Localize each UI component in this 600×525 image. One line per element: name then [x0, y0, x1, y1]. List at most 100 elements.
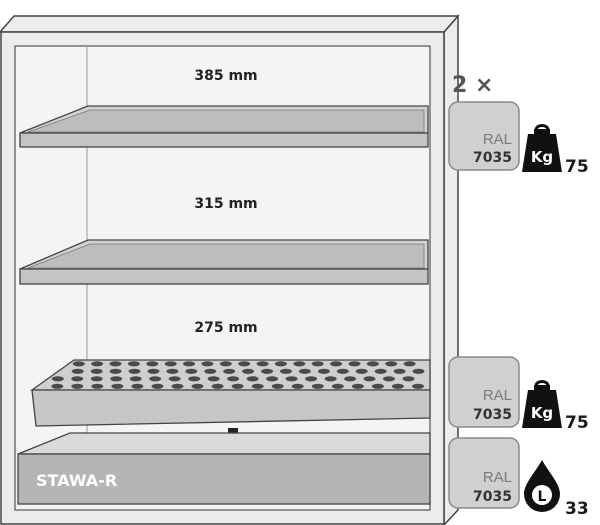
- tray-hole: [391, 383, 404, 389]
- ral-swatch: [448, 101, 520, 171]
- weight-icon: Kg: [522, 124, 562, 172]
- ral-prefix: RAL: [483, 469, 512, 486]
- tray-hole: [274, 361, 287, 367]
- tray-hole: [251, 383, 264, 389]
- tray-hole: [146, 361, 159, 367]
- tray-hole: [324, 376, 337, 382]
- tray-hole: [366, 361, 379, 367]
- tray-hole: [51, 383, 64, 389]
- tray-hole: [311, 361, 324, 367]
- tray-hole: [246, 376, 259, 382]
- tray-hole: [72, 361, 85, 367]
- tray-front: [31, 389, 431, 427]
- shelf-info-1: RAL 7035 Kg 75: [448, 101, 589, 177]
- tray-hole: [223, 368, 236, 374]
- tray-hole: [164, 361, 177, 367]
- cabinet-top-panel: [0, 15, 460, 33]
- tray-hole: [242, 368, 255, 374]
- tray-hole: [211, 383, 224, 389]
- sump-label: STAWA-R: [36, 471, 117, 490]
- shelf-info-2: RAL 7035 Kg 75: [448, 356, 589, 433]
- tray-hole: [280, 368, 292, 374]
- volume-value: 33: [565, 499, 589, 519]
- ral-swatch: [448, 437, 520, 509]
- tray-hole: [151, 383, 164, 389]
- ral-code: 7035: [473, 150, 512, 166]
- ral-prefix: RAL: [483, 387, 512, 404]
- tray-hole: [185, 368, 198, 374]
- tray-hole: [317, 368, 330, 374]
- tray-hole: [351, 383, 364, 389]
- tray-hole: [291, 383, 304, 389]
- tray-hole: [298, 368, 311, 374]
- tray-hole: [331, 383, 344, 389]
- tray-hole: [183, 361, 195, 367]
- tray-hole: [188, 376, 201, 382]
- tray-hole: [131, 383, 144, 389]
- tray-hole: [128, 368, 141, 374]
- height-label-top: 385 mm: [194, 68, 257, 84]
- tray-hole: [166, 368, 179, 374]
- tray-hole: [204, 368, 217, 374]
- tray-hole: [363, 376, 376, 382]
- tray-hole: [91, 383, 104, 389]
- svg-text:Kg: Kg: [531, 148, 553, 166]
- svg-text:Kg: Kg: [531, 404, 553, 422]
- tray-hole: [293, 361, 306, 367]
- tray-hole: [266, 376, 279, 382]
- tray-hole: [201, 361, 214, 367]
- tray-hole: [231, 383, 244, 389]
- weight-icon: Kg: [522, 380, 562, 428]
- tray-hole: [348, 361, 361, 367]
- tray-hole: [51, 376, 64, 382]
- tray-hole: [238, 361, 251, 367]
- ral-code: 7035: [473, 407, 512, 423]
- height-label-middle: 315 mm: [194, 196, 257, 212]
- height-label-bottom: 275 mm: [194, 320, 257, 336]
- tray-hole: [127, 361, 140, 367]
- tray-hole: [412, 368, 425, 374]
- tray-hole: [90, 376, 103, 382]
- tray-hole: [109, 361, 122, 367]
- tray-hole: [271, 383, 284, 389]
- ral-code: 7035: [473, 489, 512, 505]
- tray-hole: [71, 376, 84, 382]
- tray-hole: [111, 383, 124, 389]
- tray-hole: [168, 376, 181, 382]
- tray-hole: [149, 376, 162, 382]
- quantity-label: 2 ×: [452, 73, 493, 98]
- ral-swatch: [448, 356, 520, 428]
- tray-hole: [71, 383, 84, 389]
- tray-hole: [110, 376, 123, 382]
- tray-hole: [336, 368, 349, 374]
- load-value: 75: [565, 413, 589, 433]
- tray-hole: [311, 383, 324, 389]
- tray-hole: [207, 376, 220, 382]
- tray-hole: [285, 376, 298, 382]
- tray-hole: [71, 368, 84, 374]
- load-value: 75: [565, 157, 589, 177]
- tray-hole: [371, 383, 384, 389]
- tray-hole: [403, 361, 416, 367]
- svg-text:L: L: [538, 489, 547, 505]
- tray-hole: [355, 368, 368, 374]
- tray-hole: [305, 376, 318, 382]
- ral-prefix: RAL: [483, 131, 512, 148]
- tray-hole: [412, 383, 424, 389]
- tray-hole: [191, 383, 204, 389]
- tray-hole: [90, 368, 103, 374]
- tray-hole: [374, 368, 387, 374]
- tray-hole: [171, 383, 184, 389]
- shelf-middle: [19, 239, 429, 285]
- tray-hole: [227, 376, 240, 382]
- tray-hole: [219, 361, 232, 367]
- tray-hole: [129, 376, 142, 382]
- drop-icon: L: [524, 460, 560, 512]
- perforated-tray: [29, 359, 431, 427]
- tray-hole: [385, 361, 398, 367]
- tray-hole: [91, 361, 104, 367]
- tray-hole: [344, 376, 357, 382]
- shelf-top: [19, 105, 429, 148]
- tray-hole: [383, 376, 395, 382]
